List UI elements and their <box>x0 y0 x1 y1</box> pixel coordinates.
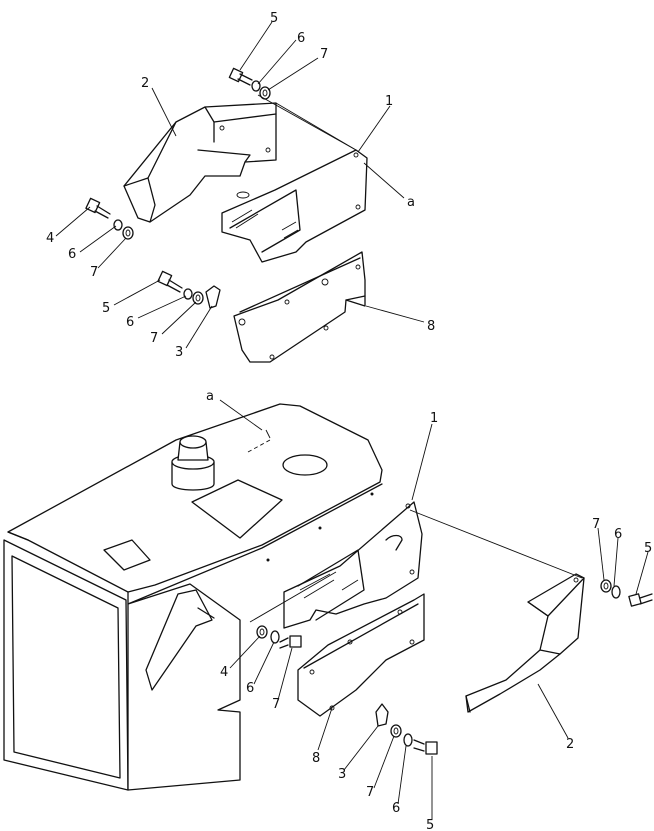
callout-bot-7: 7 <box>272 697 280 712</box>
callout-top-7b: 7 <box>90 265 98 280</box>
bolt-5-mid <box>157 270 183 293</box>
callout-bot-6r: 6 <box>614 527 622 542</box>
washer-7-mid <box>192 291 204 305</box>
callout-top-5: 5 <box>270 11 278 26</box>
rear-panel-part-1-bottom <box>283 501 423 629</box>
cover-duct-part-2-bottom <box>465 573 585 713</box>
callout-bot-2: 2 <box>566 737 574 752</box>
washer-7-left <box>122 226 134 240</box>
callout-top-7: 7 <box>320 47 328 62</box>
callout-bot-4: 4 <box>220 665 228 680</box>
callout-top-3: 3 <box>175 345 183 360</box>
callout-bot-5r: 5 <box>644 541 652 556</box>
callout-bot-6b: 6 <box>392 801 400 816</box>
callout-bot-3: 3 <box>338 767 346 782</box>
callout-top-4: 4 <box>46 231 54 246</box>
callout-top-1: 1 <box>385 94 393 109</box>
alignment-line <box>249 571 337 623</box>
bolt-4-top <box>85 197 111 219</box>
washer-6-bottom-b <box>403 733 413 747</box>
washer-6-mid <box>183 288 193 300</box>
callout-top-6c: 6 <box>126 315 134 330</box>
side-panel-part-8 <box>233 251 366 363</box>
washer-6-right <box>611 585 621 599</box>
callout-top-7c: 7 <box>150 331 158 346</box>
washer-6-bottom <box>270 630 280 644</box>
callout-top-a: a <box>407 195 415 210</box>
callout-top-6b: 6 <box>68 247 76 262</box>
callout-bot-7r: 7 <box>592 517 600 532</box>
bolt-5-right <box>628 593 653 607</box>
bolt-5-bottom-b <box>413 739 438 755</box>
bolt-7-bottom <box>279 635 302 649</box>
callout-bot-7b: 7 <box>366 785 374 800</box>
top-assembly: 5 6 7 2 1 a 4 6 7 5 6 7 3 8 <box>46 11 435 363</box>
cover-duct-part-2 <box>123 102 277 223</box>
callout-top-2: 2 <box>141 76 149 91</box>
machine-hood <box>3 403 383 791</box>
alignment-line <box>409 509 583 579</box>
washer-4-bottom <box>256 625 268 639</box>
callout-bot-1: 1 <box>430 411 438 426</box>
alignment-line <box>257 94 357 151</box>
callout-top-6: 6 <box>297 31 305 46</box>
bolt-5-top <box>228 67 253 86</box>
washer-7-bottom-b <box>390 724 402 738</box>
clip-3-bottom <box>375 703 389 727</box>
washer-7-right <box>600 579 612 593</box>
clip-3-top <box>205 285 221 309</box>
rear-panel-part-1 <box>221 149 368 263</box>
callout-bot-6: 6 <box>246 681 254 696</box>
side-panel-part-8-bottom <box>297 593 425 717</box>
callout-bot-a: a <box>206 389 214 404</box>
bottom-assembly: a 1 7 6 5 4 6 7 8 3 7 6 5 2 <box>3 389 653 831</box>
callout-bot-5b: 5 <box>426 818 434 831</box>
callout-top-8: 8 <box>427 319 435 334</box>
washer-6-left <box>113 219 123 231</box>
callout-bot-8: 8 <box>312 751 320 766</box>
callout-top-5b: 5 <box>102 301 110 316</box>
